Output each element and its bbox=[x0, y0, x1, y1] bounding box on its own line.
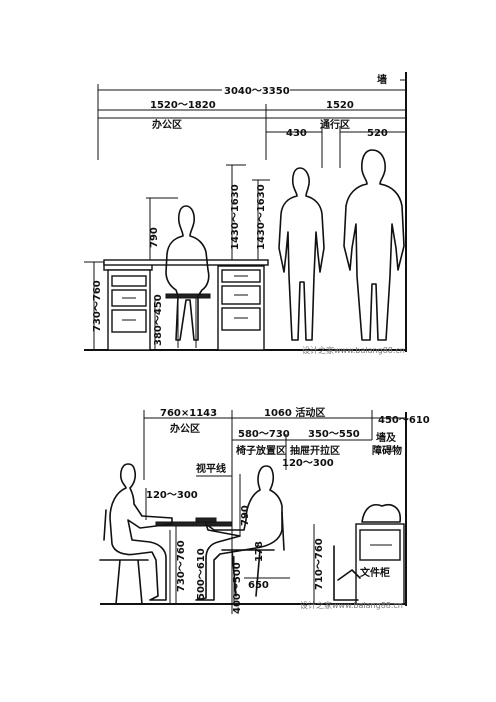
passage-label: 通行区 bbox=[320, 118, 350, 131]
standing-figure-small bbox=[278, 167, 325, 341]
desk-height-label: 730～760 bbox=[92, 280, 103, 332]
sight-left-label: 120～300 bbox=[146, 490, 198, 501]
desk-top bbox=[103, 259, 269, 266]
office-label: 办公区 bbox=[152, 118, 182, 131]
cabinet-height-label: 710～760 bbox=[314, 538, 325, 590]
seated-figure bbox=[165, 205, 210, 341]
bottom-active-width: 1060 活动区 bbox=[264, 406, 325, 419]
office-width-label: 1520～1820 bbox=[150, 100, 216, 111]
passage-width-label: 1520 bbox=[326, 100, 354, 111]
wall-obstacle-label: 墙及 bbox=[376, 431, 397, 444]
cabinet-label: 文件柜 bbox=[360, 566, 390, 579]
chair-zone-width: 580～730 bbox=[238, 429, 290, 440]
seat-left-label: 500～610 bbox=[196, 548, 207, 600]
chair-seat bbox=[165, 293, 211, 299]
top-diagram: 墙 3040～3350 1520～1820 1520 办公区 通行区 430 5… bbox=[84, 72, 407, 355]
top-watermark: 设计之家www.balang88.cn bbox=[302, 345, 405, 355]
desk-reach-right-label: 790 bbox=[240, 505, 251, 526]
sight-right-label: 120～300 bbox=[282, 458, 334, 469]
desk-drawers-right bbox=[217, 265, 265, 351]
wall-obstacle-label2: 障碍物 bbox=[372, 444, 402, 457]
standing-h1-label: 1430～1630 bbox=[230, 184, 241, 250]
desk-reach-label: 790 bbox=[149, 227, 160, 248]
sightline-label: 视平线 bbox=[196, 462, 226, 475]
chair-height-label: 380～450 bbox=[153, 294, 164, 346]
left-chair bbox=[99, 509, 149, 605]
chair-zone-label: 椅子放置区 bbox=[236, 444, 286, 457]
book-on-table bbox=[195, 517, 217, 523]
standing-h2-label: 1430～1630 bbox=[256, 184, 267, 250]
table-height-label: 730～760 bbox=[176, 540, 187, 592]
total-width-label: 3040～3350 bbox=[224, 86, 290, 97]
bottom-diagram: 760×1143 1060 活动区 450～610 办公区 580～730 35… bbox=[99, 406, 430, 614]
knee-depth-label: 650 bbox=[248, 580, 269, 591]
bottom-wall-width: 450～610 bbox=[378, 415, 430, 426]
drawer-zone-label: 抽屉开拉区 bbox=[290, 444, 340, 457]
wall-label: 墙 bbox=[377, 73, 387, 86]
bottom-office-width: 760×1143 bbox=[160, 408, 217, 419]
lap-height-label: 178 bbox=[254, 541, 265, 562]
seat-right-label: 400～500 bbox=[232, 562, 243, 614]
desk-drawers-left bbox=[103, 261, 153, 351]
drawer-zone-width: 350～550 bbox=[308, 429, 360, 440]
left-seated-figure bbox=[109, 463, 173, 601]
file-cabinet bbox=[333, 504, 405, 605]
right-seated-figure bbox=[195, 465, 283, 601]
passage-w1-label: 430 bbox=[286, 128, 307, 139]
bottom-office-label: 办公区 bbox=[170, 422, 200, 435]
standing-figure-large bbox=[343, 149, 405, 341]
bottom-watermark: 设计之家www.balang88.cn bbox=[300, 600, 403, 610]
table-top bbox=[155, 521, 233, 527]
passage-w2-label: 520 bbox=[367, 128, 388, 139]
